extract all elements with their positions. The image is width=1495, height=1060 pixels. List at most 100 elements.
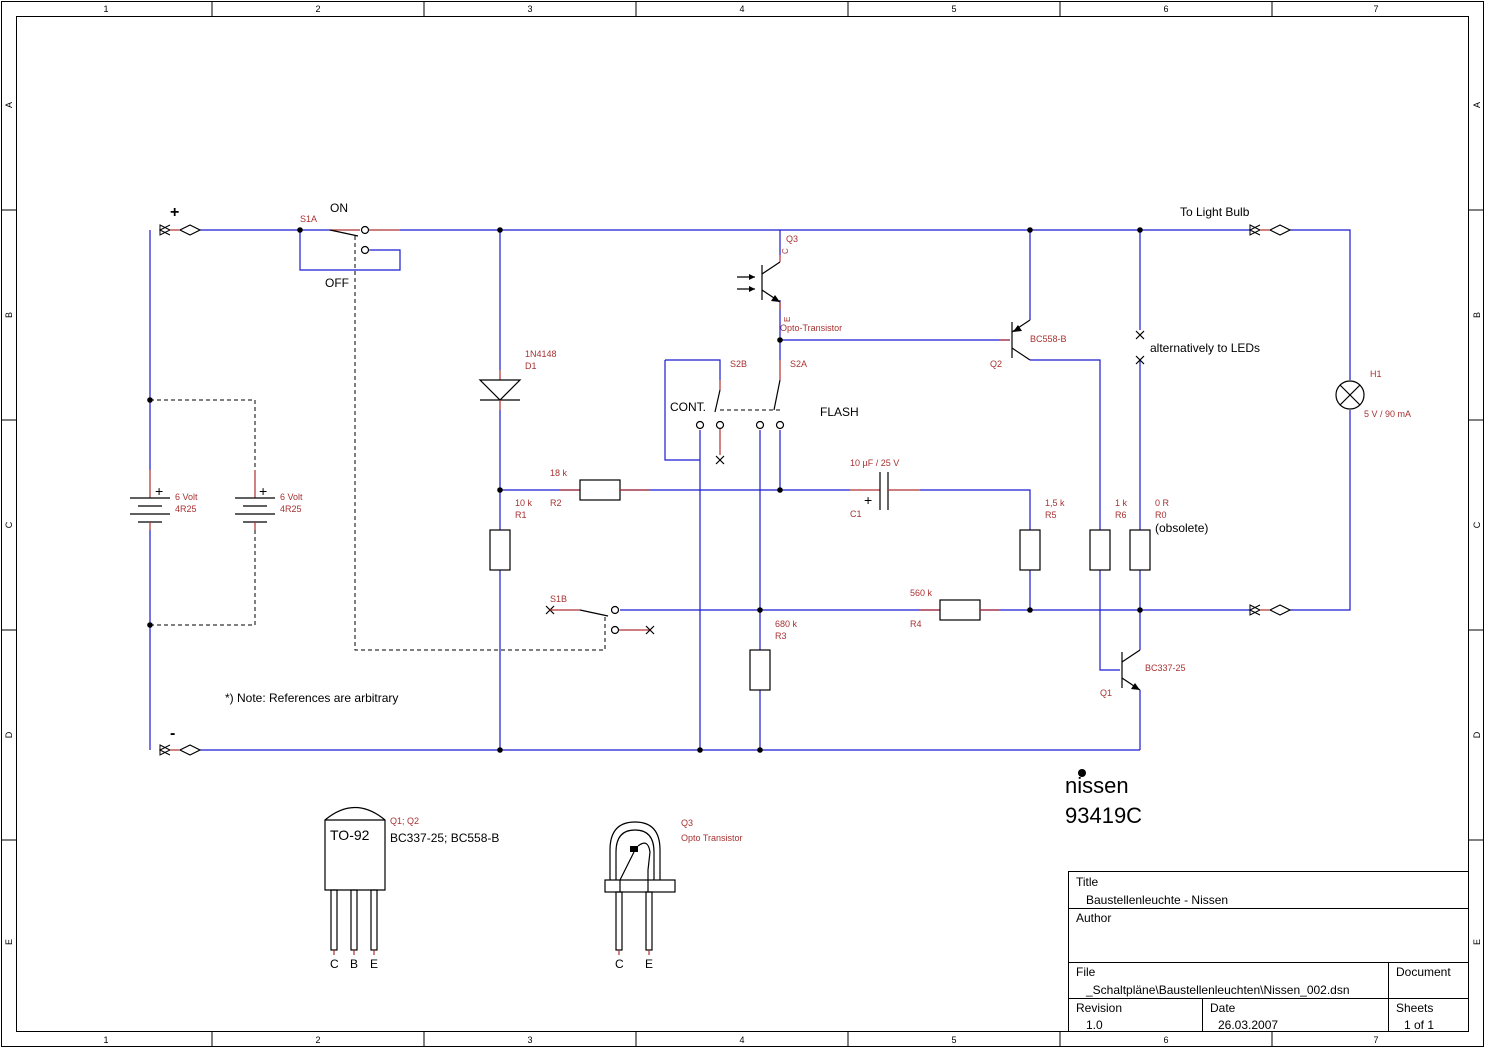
transistor-q1 — [1121, 649, 1141, 691]
revision-label: Revision — [1076, 1001, 1122, 1015]
to92-label: TO-92 — [330, 827, 370, 843]
r0-value: 0 R — [1155, 498, 1170, 508]
date-value: 26.03.2007 — [1218, 1018, 1278, 1032]
sheets-value: 1 of 1 — [1404, 1018, 1434, 1032]
s2b-ref: S2B — [730, 359, 747, 369]
col-label: 1 — [103, 4, 108, 14]
r5-ref: R5 — [1045, 510, 1057, 520]
row-label: D — [4, 731, 14, 738]
d1-value: 1N4148 — [525, 349, 557, 359]
resistor-r3 — [749, 649, 771, 691]
to92-pin-e: E — [370, 957, 378, 971]
to92-pin-b: B — [350, 957, 358, 971]
battery-2-value: 6 Volt — [280, 492, 303, 502]
wires — [149, 229, 1351, 751]
h1-ref: H1 — [1370, 369, 1382, 379]
row-label: A — [4, 102, 14, 108]
alternative-break — [1135, 330, 1145, 365]
resistor-r5 — [1019, 529, 1041, 571]
transistor-q2 — [1000, 319, 1031, 361]
col-label: 5 — [951, 1035, 956, 1045]
c1-polarity: + — [864, 492, 872, 508]
c1-ref: C1 — [850, 509, 862, 519]
date-label: Date — [1210, 1001, 1236, 1015]
r1-value: 10 k — [515, 498, 533, 508]
to92-refs: Q1; Q2 — [390, 816, 419, 826]
opto-pin-e: E — [645, 957, 653, 971]
to-light-bulb-label: To Light Bulb — [1180, 205, 1250, 219]
r0-ref: R0 — [1155, 510, 1167, 520]
connector-plus — [158, 224, 202, 236]
connector-bulb-bottom — [1248, 604, 1292, 616]
col-label: 2 — [315, 4, 320, 14]
file-value: _Schaltpläne\Baustellenleuchten\Nissen_0… — [1085, 983, 1350, 997]
to92-package-drawing — [324, 807, 386, 955]
resistor-r4 — [920, 599, 1000, 621]
mode-cont-label: CONT. — [670, 400, 706, 414]
r2-ref: R2 — [550, 498, 562, 508]
c1-value: 10 µF / 25 V — [850, 458, 899, 468]
mode-flash-label: FLASH — [820, 405, 859, 419]
author-label: Author — [1076, 911, 1111, 925]
d1-ref: D1 — [525, 361, 537, 371]
col-label: 6 — [1163, 1035, 1168, 1045]
switch-s2 — [695, 360, 785, 465]
col-label: 7 — [1373, 4, 1378, 14]
brand-dot-icon — [1078, 769, 1086, 777]
resistor-r1 — [489, 529, 511, 571]
dashed-links — [150, 236, 780, 651]
plus-terminal-label: + — [170, 204, 179, 221]
q2-ref: Q2 — [990, 359, 1002, 369]
row-label: D — [1472, 731, 1482, 738]
battery-2 — [235, 470, 275, 530]
r3-ref: R3 — [775, 631, 787, 641]
to92-parts: BC337-25; BC558-B — [390, 831, 499, 845]
battery-1 — [130, 470, 170, 530]
brand-name: nissen — [1065, 773, 1129, 798]
minus-terminal-label: - — [170, 725, 175, 742]
resistor-r2 — [560, 479, 650, 501]
battery-2-type: 4R25 — [280, 504, 302, 514]
h1-value: 5 V / 90 mA — [1364, 409, 1411, 419]
title-label: Title — [1076, 875, 1099, 889]
drawing-frame: 1 2 3 4 5 6 7 1 2 3 4 5 6 7 A B C D E A … — [1, 1, 1484, 1047]
battery-2-plus: + — [259, 483, 267, 499]
q1-ref: Q1 — [1100, 688, 1112, 698]
q1-value: BC337-25 — [1145, 663, 1186, 673]
r5-value: 1,5 k — [1045, 498, 1065, 508]
s1a-ref: S1A — [300, 214, 317, 224]
opto-package-drawing — [604, 821, 676, 955]
col-label: 6 — [1163, 4, 1168, 14]
capacitor-c1 — [850, 472, 920, 510]
col-label: 4 — [739, 1035, 744, 1045]
r4-value: 560 k — [910, 588, 933, 598]
opto-package-name: Opto Transistor — [681, 833, 743, 843]
s1b-ref: S1B — [550, 594, 567, 604]
row-label: B — [4, 312, 14, 318]
diode-d1 — [478, 370, 522, 410]
revision-value: 1.0 — [1086, 1018, 1103, 1032]
q3-ref: Q3 — [786, 234, 798, 244]
resistor-r6 — [1089, 529, 1111, 571]
opto-transistor-q3 — [737, 255, 781, 310]
r6-ref: R6 — [1115, 510, 1127, 520]
r1-ref: R1 — [515, 510, 527, 520]
lamp-h1 — [1335, 380, 1365, 410]
battery-1-plus: + — [155, 483, 163, 499]
battery-1-value: 6 Volt — [175, 492, 198, 502]
r0-obsolete-note: (obsolete) — [1155, 521, 1208, 535]
battery-1-type: 4R25 — [175, 504, 197, 514]
reference-note: *) Note: References are arbitrary — [225, 691, 398, 705]
row-label: B — [1472, 312, 1482, 318]
col-label: 3 — [527, 4, 532, 14]
sheets-label: Sheets — [1396, 1001, 1433, 1015]
switch-on-label: ON — [330, 201, 348, 215]
col-label: 3 — [527, 1035, 532, 1045]
opto-pin-c: C — [615, 957, 624, 971]
title-block — [1068, 871, 1469, 1032]
file-label: File — [1076, 965, 1096, 979]
switch-off-label: OFF — [325, 276, 349, 290]
col-label: 5 — [951, 4, 956, 14]
col-label: 1 — [103, 1035, 108, 1045]
